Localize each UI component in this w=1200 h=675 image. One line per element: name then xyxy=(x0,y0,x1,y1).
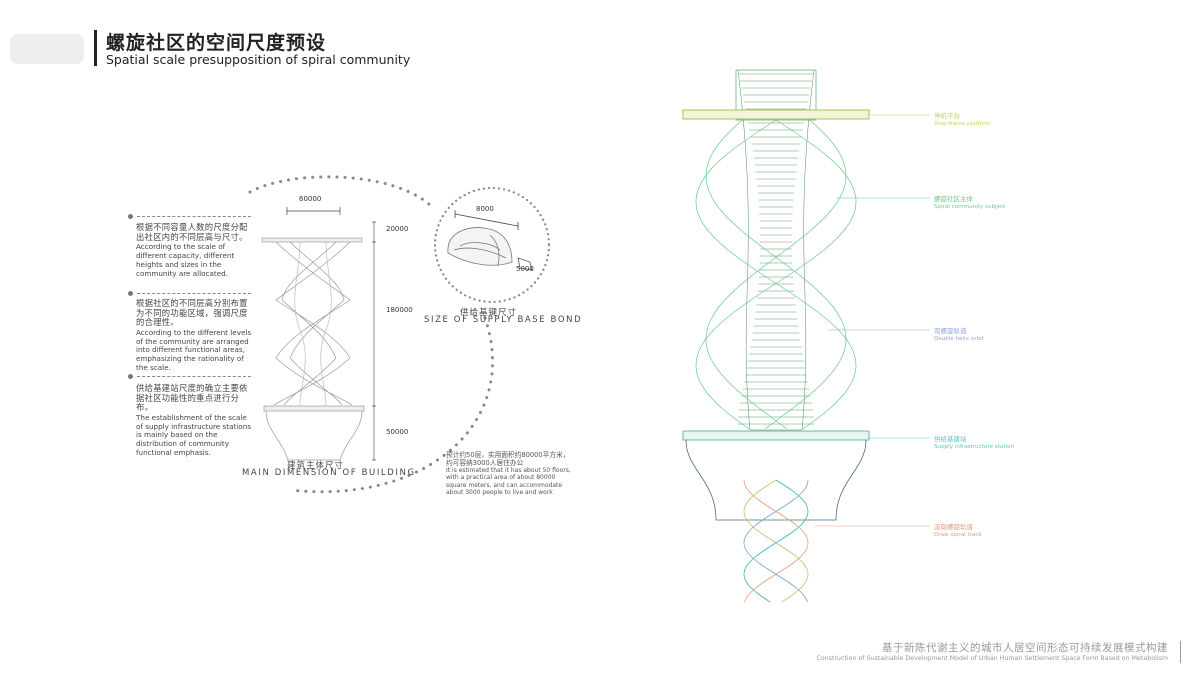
legend-subject-zh: 螺旋社区主体 xyxy=(934,195,973,203)
building-caption-zh: 建筑主体尺寸 xyxy=(287,461,345,471)
tower-floor-lines xyxy=(738,73,814,425)
draw-spiral-strand xyxy=(743,479,809,603)
legend-subject-en: Spiral community subject xyxy=(934,204,1006,210)
bond-width-dim: 8000 xyxy=(476,205,494,213)
building-dim-base: 50000 xyxy=(386,428,409,436)
supply-bond-circle xyxy=(433,186,551,304)
double-helix-orbit xyxy=(695,119,857,430)
draw-spiral-track xyxy=(743,479,809,603)
title-accent-bar xyxy=(94,30,97,66)
supply-station-deck xyxy=(682,430,870,441)
legend-helix-zh: 双螺旋轨道 xyxy=(934,327,967,335)
draw-spiral-strand xyxy=(743,479,809,603)
legend-helix-en: Double helix orbit xyxy=(934,336,984,342)
building-dim-mid: 180000 xyxy=(386,306,413,314)
footer-divider xyxy=(1180,641,1181,663)
note-3-en: The establishment of the scale of supply… xyxy=(136,412,251,457)
spiral-tower xyxy=(682,69,870,603)
building-dotted-arc xyxy=(248,175,432,207)
draw-spiral-strand xyxy=(743,479,809,603)
supply-bond-pod xyxy=(447,210,533,271)
legend-draw-en: Draw spiral track xyxy=(934,532,982,538)
supply-station-body xyxy=(685,439,867,521)
note-2-en: According to the different levels of the… xyxy=(136,327,252,372)
note-2-zh: 根据社区的不同层高分别布置为不同的功能区域，强调尺度的合理性。 xyxy=(136,298,248,328)
draw-spiral-strand xyxy=(743,479,809,603)
note-3-zh: 供给基建站尺度的确立主要依据社区功能性的重点进行分布。 xyxy=(136,383,248,413)
note-1-zh: 根据不同容量人数的尺度分配出社区内的不同层高与尺寸。 xyxy=(136,222,248,242)
tower-core-floors xyxy=(737,69,815,431)
building-dim-top: 20000 xyxy=(386,225,409,233)
legend-platform-en: Stop-frame platform xyxy=(934,121,991,127)
note-divider xyxy=(137,216,251,217)
building-dotted-arc-lower xyxy=(288,316,495,494)
logo-placeholder xyxy=(10,34,84,64)
legend-station-zh: 供给基建站 xyxy=(934,435,967,443)
note-3: 供给基建站尺度的确立主要依据社区功能性的重点进行分布。 The establis… xyxy=(136,383,254,458)
helix-strand xyxy=(695,119,857,430)
legend-draw-zh: 汲取螺旋轨道 xyxy=(934,523,973,531)
note-divider xyxy=(137,376,251,377)
note-2: 根据社区的不同层高分别布置为不同的功能区域，强调尺度的合理性。 Accordin… xyxy=(136,298,254,373)
building-caption-en: MAIN DIMENSION OF BUILDING xyxy=(242,468,416,478)
note-bullet xyxy=(128,214,133,219)
building-elevation xyxy=(261,207,376,461)
legend-leaders xyxy=(815,114,930,527)
bond-caption-en: SIZE OF SUPPLY BASE BOND xyxy=(424,315,583,325)
footer-title-en: Construction of Sustainable Development … xyxy=(816,655,1168,662)
note-1-en: According to the scale of different capa… xyxy=(136,242,235,278)
building-width-dim: 60000 xyxy=(299,195,322,203)
page-subtitle: Spatial scale presupposition of spiral c… xyxy=(106,52,411,67)
estimate-note: 预计约50层，实用面积约80000平方米，约可容纳3000人居住办公 It is… xyxy=(446,451,571,497)
bond-caption-zh: 供给基键尺寸 xyxy=(460,308,518,318)
note-bullet xyxy=(128,291,133,296)
legend-station-en: Supply infrastructure station xyxy=(934,444,1015,450)
page-title: 螺旋社区的空间尺度预设 xyxy=(106,32,327,54)
footer-title-zh: 基于新陈代谢主义的城市人居空间形态可持续发展模式构建 xyxy=(882,642,1168,654)
stop-frame-platform xyxy=(682,109,870,120)
helix-strand xyxy=(695,119,857,430)
note-bullet xyxy=(128,374,133,379)
estimate-zh: 预计约50层，实用面积约80000平方米，约可容纳3000人居住办公 xyxy=(446,451,570,467)
note-1: 根据不同容量人数的尺度分配出社区内的不同层高与尺寸。 According to … xyxy=(136,222,254,278)
note-divider xyxy=(137,293,251,294)
helix-strand xyxy=(705,119,847,430)
estimate-en: It is estimated that it has about 50 flo… xyxy=(446,467,571,497)
bond-depth-dim: 5000 xyxy=(516,265,534,273)
legend-platform-zh: 停机平台 xyxy=(934,112,960,120)
helix-strand xyxy=(705,119,847,430)
